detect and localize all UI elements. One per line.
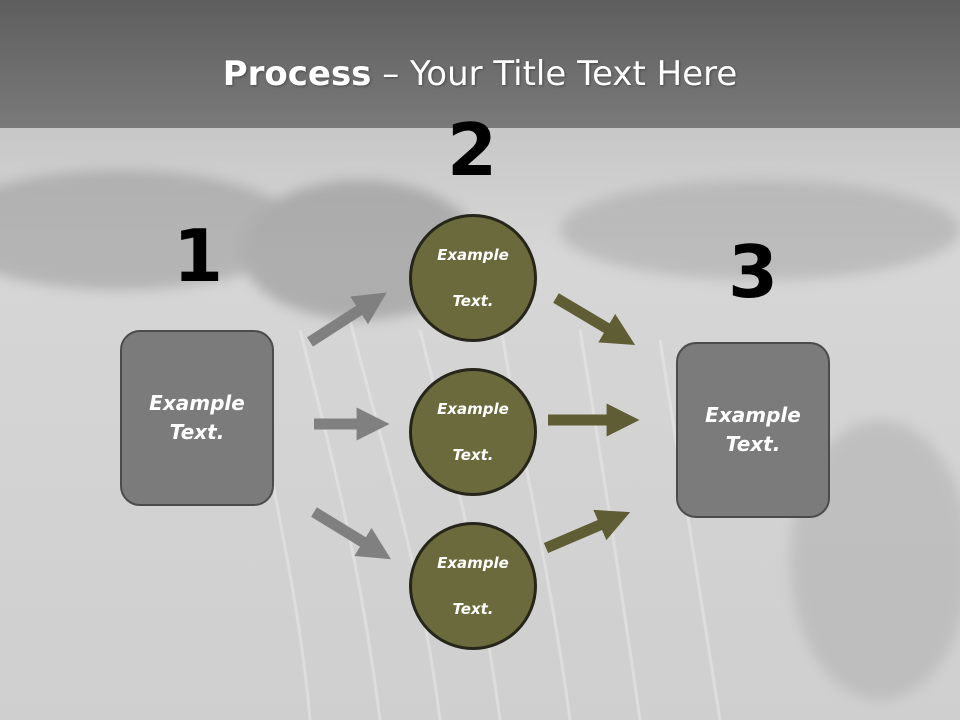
left-box-line2: Text. (169, 420, 225, 444)
page-title: Process – Your Title Text Here (0, 50, 960, 98)
left-box-line1: Example (149, 391, 245, 415)
step-number-1: 1 (172, 214, 224, 298)
right-box-line2: Text. (725, 432, 781, 456)
right-box-line1: Example (705, 403, 801, 427)
title-bold: Process (222, 54, 372, 94)
circle-bottom-line1: Example (437, 553, 509, 572)
step-number-2: 2 (446, 108, 498, 192)
circle-top-line2: Text. (452, 291, 494, 310)
step-number-3: 3 (727, 230, 779, 314)
circle-top-line1: Example (437, 245, 509, 264)
title-rest: – Your Title Text Here (371, 54, 738, 94)
circle-bottom-line2: Text. (452, 599, 494, 618)
circle-middle-line2: Text. (452, 445, 494, 464)
circle-middle-line1: Example (437, 399, 509, 418)
